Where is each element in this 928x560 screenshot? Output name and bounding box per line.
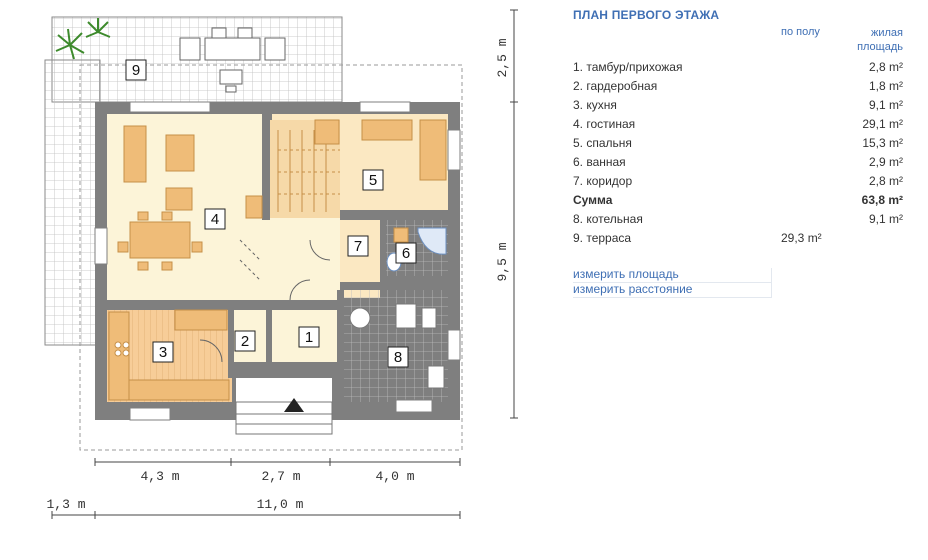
measure-area-link[interactable]: измерить площадь [573,268,772,283]
svg-text:6: 6 [402,245,410,262]
svg-text:7: 7 [354,238,362,255]
plant-icon [55,18,111,60]
area-row-living: 9,1 m² [868,212,903,226]
stairs [277,130,340,212]
area-row-name: 3. кухня [573,98,617,112]
area-row: 3. кухня 9,1 m² [573,98,903,116]
svg-text:5: 5 [369,172,377,189]
area-row-name: 6. ванная [573,155,626,169]
dimension-lines [51,9,518,519]
area-row-living: 63,8 m² [861,193,903,207]
area-row: 5. спальня 15,3 m² [573,136,903,154]
area-row: 2. гардеробная 1,8 m² [573,79,903,97]
area-row: Сумма 63,8 m² [573,193,903,211]
area-row-name: 8. котельная [573,212,643,226]
col-header-living-line1: жилая [871,27,903,39]
area-row-name: Сумма [573,193,613,207]
room-label-2: 2 [234,330,256,352]
terrace [44,16,463,451]
floor-plan: 9 4 5 7 6 3 2 1 8 4,3 m 2,7 m 4,0 m 1,3 … [44,9,518,519]
svg-text:2: 2 [241,333,249,350]
area-row: 4. гостиная 29,1 m² [573,117,903,135]
bedroom-furniture [314,119,447,243]
dim-bottom-3: 4,0 m [375,469,414,484]
area-row-living: 29,1 m² [862,117,903,131]
area-row-living: 15,3 m² [862,136,903,150]
area-row-name: 4. гостиная [573,117,636,131]
dim-bottom-4: 1,3 m [46,497,85,512]
area-row-living: 9,1 m² [868,98,903,112]
area-row-floor: 29,3 m² [781,231,822,245]
room-number-labels: 9 4 5 7 6 3 2 1 8 [125,59,417,368]
panel-title: ПЛАН ПЕРВОГО ЭТАЖА [573,8,720,22]
area-row: 1. тамбур/прихожая 2,8 m² [573,60,903,78]
door-swings [199,239,331,363]
dim-bottom-1: 4,3 m [140,469,179,484]
area-row-name: 1. тамбур/прихожая [573,60,683,74]
col-header-living: жилая площадь [857,26,903,54]
area-row: 8. котельная 9,1 m² [573,212,903,230]
dim-right-2: 9,5 m [495,242,510,281]
area-row-name: 9. терраса [573,231,632,245]
col-header-floor: по полу [781,26,820,38]
windows [94,101,461,421]
terrace-furniture [179,27,286,93]
area-row: 7. коридор 2,8 m² [573,174,903,192]
room-label-5: 5 [362,169,384,191]
dim-bottom-2: 2,7 m [261,469,300,484]
area-row: 9. терраса 29,3 m² [573,231,903,249]
svg-text:4: 4 [211,211,219,228]
svg-text:3: 3 [159,344,167,361]
dim-right-1: 2,5 m [495,38,510,77]
room-label-6: 6 [395,242,417,264]
kitchen-furniture [108,309,230,401]
measure-distance-link[interactable]: измерить расстояние [573,283,772,298]
area-row-living: 2,8 m² [868,60,903,74]
living-furniture [117,125,263,271]
area-row-living: 1,8 m² [868,79,903,93]
area-row-name: 7. коридор [573,174,633,188]
area-row: 6. ванная 2,9 m² [573,155,903,173]
room-label-4: 4 [204,208,226,230]
area-row-living: 2,8 m² [868,174,903,188]
room-label-9: 9 [125,59,147,81]
room-label-8: 8 [387,346,409,368]
svg-text:8: 8 [394,349,402,366]
room-label-3: 3 [152,341,174,363]
svg-text:1: 1 [305,329,313,346]
col-header-living-line2: площадь [857,41,903,53]
area-row-living: 2,9 m² [868,155,903,169]
area-row-name: 5. спальня [573,136,632,150]
area-row-name: 2. гардеробная [573,79,658,93]
room-label-7: 7 [347,235,369,257]
room-label-1: 1 [298,326,320,348]
room-4-living-ext [230,215,340,300]
svg-text:9: 9 [132,62,140,79]
dim-bottom-5: 11,0 m [257,497,304,512]
boiler-fixtures [349,303,445,389]
entrance-steps [235,398,333,435]
